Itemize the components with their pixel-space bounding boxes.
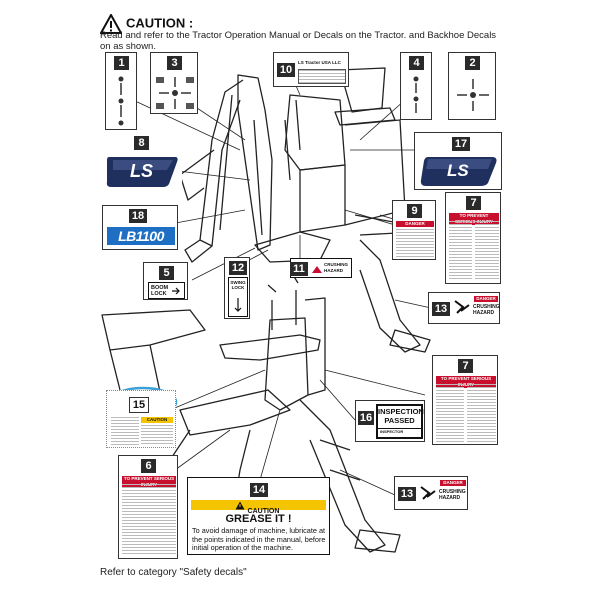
callout-7-lower: 7 [458, 359, 473, 373]
inspector-label: INSPECTOR [378, 428, 421, 434]
footer-note: Refer to category "Safety decals" [100, 567, 247, 578]
warning-triangle-icon [100, 14, 122, 34]
callout-5: 5 [159, 266, 174, 280]
caution-bar: CAUTION [191, 500, 326, 515]
serial-fields [298, 69, 346, 84]
boom-lock-sign: BOOM LOCK [148, 282, 185, 299]
callout-10: 10 [277, 63, 295, 77]
crushing-hazard-text: CRUSHING HAZARD [439, 489, 466, 501]
callout-1: 1 [114, 56, 129, 70]
swing-lock-text: SWING LOCK [230, 280, 246, 290]
decal-fine-text [396, 229, 434, 257]
crush-hand-icon [312, 266, 322, 273]
callout-15: 15 [129, 397, 149, 413]
decal-1: 1 [105, 52, 137, 130]
boom-lock-text: BOOM LOCK [151, 285, 169, 297]
crushing-hazard-text: CRUSHING HAZARD [473, 304, 500, 316]
callout-11: 11 [290, 262, 308, 276]
ls-logo-text: LS [447, 161, 469, 180]
decal-11-crushing-hazard: 11 CRUSHING HAZARD [290, 258, 352, 278]
callout-13-upper: 13 [432, 302, 450, 316]
danger-strip: DANGER [440, 480, 466, 486]
crush-hazard-icon [454, 300, 470, 314]
callout-7-upper: 7 [466, 196, 481, 210]
caution-title: CAUTION : [126, 15, 194, 31]
callout-3: 3 [167, 56, 182, 70]
lever-pattern-icon [413, 76, 419, 113]
decal-10-serial-plate: 10 LS Tractor USA LLC [273, 52, 349, 87]
decal-4: 4 [400, 52, 432, 120]
inspection-passed-text: INSPECTION PASSED [378, 407, 424, 425]
decal-18-model-logo: 18 LB1100 [102, 205, 178, 250]
callout-4: 4 [409, 56, 424, 70]
grease-title: GREASE IT ! [225, 513, 292, 525]
callout-6: 6 [141, 459, 156, 473]
caution-strip: CAUTION [141, 417, 173, 423]
decal-8-ls-logo: 8 LS [102, 132, 182, 192]
callout-12: 12 [229, 261, 247, 275]
decal-fine-text [111, 417, 139, 445]
lever-pattern-icon [118, 76, 124, 126]
decal-fine-text [436, 384, 464, 442]
arrow-down-icon [234, 298, 242, 312]
decal-7-lower: 7 TO PREVENT SERIOUS INJURY [432, 355, 498, 445]
decal-3: 3 [150, 52, 198, 114]
decal-2: 2 [448, 52, 496, 120]
decal-17-ls-logo: 17 LS [414, 132, 502, 190]
caution-heading: CAUTION : [100, 14, 193, 34]
arrow-right-icon [172, 287, 180, 295]
grease-text: To avoid damage of machine, lubricate at… [192, 526, 326, 552]
callout-9: 9 [407, 204, 422, 218]
callout-14: 14 [250, 483, 268, 497]
decal-16-inspection-passed: 16 INSPECTION PASSED INSPECTOR [355, 400, 425, 442]
warning-triangle-icon [235, 501, 245, 509]
decal-12-swing-lock: 12 SWING LOCK [224, 257, 250, 319]
callout-8: 8 [134, 136, 149, 150]
caution-bar-label: CAUTION [247, 508, 280, 515]
decal-fine-text [122, 484, 176, 556]
ls-logo-badge [420, 157, 497, 186]
callout-2: 2 [465, 56, 480, 70]
callout-16: 16 [358, 411, 374, 425]
decal-fine-text [467, 384, 496, 442]
decal-fine-text [475, 221, 499, 281]
decal-14-grease-it: 14 CAUTION GREASE IT ! To avoid damage o… [187, 477, 330, 555]
decal-13-upper: 13 DANGER CRUSHING HAZARD [428, 292, 500, 324]
swing-lock-sign: SWING LOCK [228, 277, 248, 317]
company-name: LS Tractor USA LLC [298, 60, 341, 65]
control-pattern-icon [156, 77, 194, 109]
decal-15: 15 CAUTION [106, 390, 176, 448]
decal-9: 9 DANGER [392, 200, 436, 260]
caution-text: Read and refer to the Tractor Operation … [100, 30, 497, 52]
control-pattern-icon [457, 79, 489, 111]
model-logo-text: LB1100 [107, 227, 175, 245]
danger-strip: DANGER [474, 296, 498, 302]
decal-7-upper: 7 TO PREVENT SERIOUS INJURY [445, 192, 501, 284]
decal-fine-text [449, 221, 472, 281]
decal-13-lower: 13 DANGER CRUSHING HAZARD [394, 476, 468, 510]
callout-13-lower: 13 [398, 487, 416, 501]
crush-hazard-icon [420, 486, 436, 500]
decal-fine-text [141, 425, 173, 445]
crushing-hazard-text: CRUSHING HAZARD [324, 262, 349, 273]
decal-6: 6 TO PREVENT SERIOUS INJURY [118, 455, 178, 559]
callout-17: 17 [452, 137, 470, 151]
ls-logo-text: LS [130, 161, 154, 181]
danger-strip: DANGER [396, 221, 434, 227]
callout-18: 18 [129, 209, 147, 223]
decal-5-boom-lock: 5 BOOM LOCK [143, 262, 188, 300]
ls-logo-badge [106, 157, 178, 187]
inspection-sign: INSPECTION PASSED INSPECTOR [376, 404, 424, 439]
